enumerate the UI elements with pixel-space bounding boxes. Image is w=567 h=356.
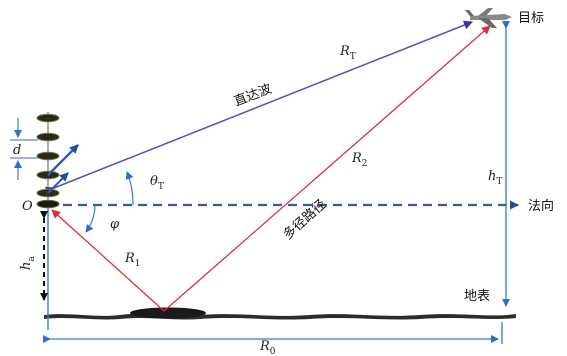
reflection-point — [130, 307, 206, 319]
phi-arc — [85, 204, 96, 233]
spacing-d-label: d — [13, 143, 21, 158]
direct-wave-path — [44, 20, 473, 196]
ground-surface — [44, 313, 516, 320]
theta-arc — [125, 171, 134, 206]
r2-label: R2 — [351, 151, 368, 169]
direct-wave-label: 直达波 — [232, 82, 274, 110]
r1-path — [51, 209, 165, 312]
rt-label: RT — [339, 44, 356, 62]
r1-label: R1 — [124, 251, 141, 269]
ha-label: ha — [19, 256, 37, 270]
ht-label: hT — [488, 169, 502, 187]
r2-path — [163, 25, 491, 312]
origin-label: O — [22, 199, 33, 214]
ground-label: 地表 — [464, 289, 490, 304]
antenna-element — [36, 132, 60, 142]
antenna-element — [36, 199, 60, 209]
antenna-element — [36, 113, 60, 123]
element-normal-arrow — [47, 144, 79, 176]
target-label: 目标 — [518, 11, 544, 26]
element-normal-arrow — [47, 172, 69, 194]
antenna-element — [36, 151, 60, 161]
aircraft-icon — [465, 8, 512, 28]
theta-label: θT — [150, 174, 164, 192]
phi-label: φ — [110, 217, 120, 232]
antenna-array — [36, 112, 60, 209]
spacing-dimension — [10, 118, 38, 180]
r0-label: R0 — [259, 339, 276, 356]
boresight-label: 法向 — [528, 198, 554, 214]
